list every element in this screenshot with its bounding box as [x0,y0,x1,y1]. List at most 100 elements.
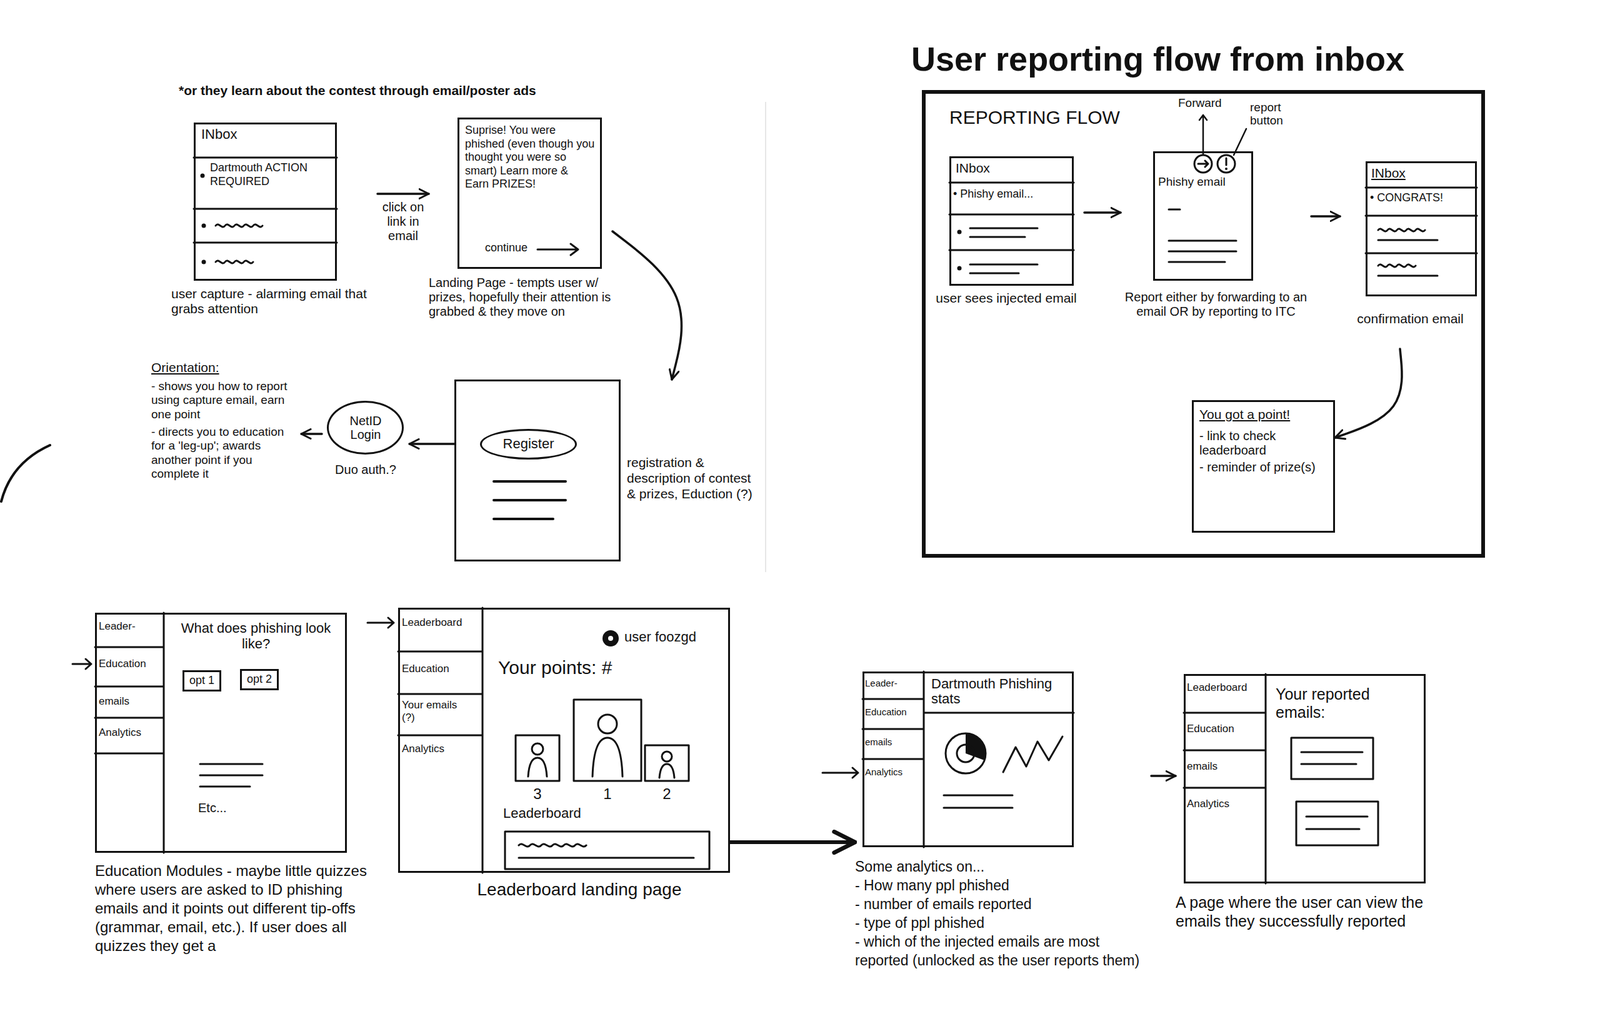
nav-item: Leaderboard [1186,681,1264,694]
email-subject: Dartmouth ACTION REQUIRED [210,161,320,189]
option-box: opt 2 [240,668,279,690]
divider-line [765,101,767,572]
forward-icon [1198,160,1209,167]
nav-item: Leader- [865,677,922,689]
caption: confirmation email [1340,311,1481,327]
screen-text: Leaderboard [503,805,629,822]
email-sketch: Phishy emailReport either by forwarding … [1120,151,1312,345]
pointer-arrow [822,767,859,778]
text-squiggle [518,843,694,858]
report-button [1217,155,1235,173]
note-label: *or they learn about the contest through… [178,82,629,99]
leader-line [1199,115,1207,154]
text-lines [1306,816,1368,829]
pie-chart [956,744,975,762]
caption: Leaderboard landing page [435,878,724,900]
email-card [1296,801,1379,845]
page-wireframe: LeaderboardEducationemailsAnalyticsYour … [1175,673,1445,955]
screen-text: Etc... [198,800,261,815]
screen-heading: Your points: # [498,656,711,679]
row-lines [193,157,337,243]
person-icon [598,714,617,734]
person-icon [661,751,672,762]
person-icon [531,743,544,755]
inbox-sketch: INbox • CONGRATS! confirmation email [1340,161,1481,349]
text-squiggle [1378,228,1438,276]
pointer-arrow [72,658,92,669]
person-icon [659,763,675,778]
button-text: continue [485,241,542,255]
edge-label: click on link in email [371,200,435,244]
nav-item: Education [865,706,922,718]
pointer-arrow [367,617,394,628]
sidebar-lines [1183,673,1266,884]
sidebar-lines [862,671,1074,847]
caption: - type of ppl phished [855,913,1152,933]
nav-item: Analytics [1186,797,1264,810]
screen-heading: INbox [1371,165,1447,181]
leaderboard-bar [505,831,710,869]
landing-page-sketch: Suprise! You were phished (even though y… [428,117,613,362]
text-lines [493,481,566,519]
nav-item: emails [98,695,162,708]
nav-item: Analytics [401,742,480,755]
email-subject: • CONGRATS! [1370,191,1474,205]
flow-arrow [1335,348,1402,438]
flow-arrow [1311,215,1340,218]
option-box: opt 1 [182,670,222,692]
forward-button [1194,155,1212,173]
nav-item: Your emails (?) [401,698,471,724]
caption: - which of the injected emails are most … [855,932,1152,970]
user-icon [602,630,619,647]
login-circle: NetID LoginDuo auth.? [321,400,410,482]
screen-frame [193,122,337,281]
registration-page-sketch: registration & description of contest & … [454,379,761,564]
callout-label: Forward [1178,96,1235,111]
continue-arrow [537,243,579,255]
screen-heading: What does phishing look like? [170,620,342,652]
screen-frame [454,379,621,562]
screen-heading: Phishy email [1158,175,1249,190]
caption: Duo auth.? [321,461,410,477]
caption: Landing Page - tempts user w/ prizes, ho… [428,275,613,319]
button-text: Register [480,435,577,452]
rank-number: 1 [601,785,614,804]
sidebar-lines [95,612,164,853]
screen-frame [1365,161,1477,297]
note-block: Orientation: - shows you how to report us… [151,359,302,547]
report-icon [1225,158,1228,165]
pie-chart [965,733,986,760]
screen-frame [1153,151,1254,281]
screen-frame [398,607,730,873]
bullet-dot [201,260,207,265]
flow-arrow [730,840,855,844]
callout-text: - reminder of prize(s) [1199,460,1328,475]
flow-arrow [1084,211,1121,214]
text-lines [970,228,1038,274]
flow-panel: REPORTING FLOWINbox• Phishy email...user… [921,90,1485,558]
person-icon [592,737,623,777]
nav-item: Education [1186,722,1264,735]
oval-button: Register [480,428,577,460]
email-subject: • Phishy email... [953,187,1072,202]
caption: - number of emails reported [855,895,1152,914]
flow-arrow [409,442,455,445]
note-text: - directs you to education for a 'leg-up… [151,425,297,482]
caption: A page where the user can view the email… [1175,892,1445,930]
screen-heading: Your reported emails: [1275,685,1417,722]
partial-arrow [1,445,50,502]
page-wireframe: LeaderboardEducationYour emails (?)Analy… [398,607,730,908]
callout-box: You got a point!- link to check leaderbo… [1191,400,1335,533]
flow-arrow [301,432,322,435]
callout-heading: You got a point! [1199,406,1328,422]
nav-item: Analytics [98,726,162,739]
note-text: - shows you how to report using capture … [151,379,297,422]
callout-label: report button [1250,101,1316,128]
caption: Education Modules - maybe little quizzes… [95,861,378,955]
caption: user capture - alarming email that grabs… [171,286,378,317]
rank-number: 3 [531,785,544,804]
caption: user sees injected email [928,290,1085,306]
section-heading: Orientation: [151,359,297,375]
